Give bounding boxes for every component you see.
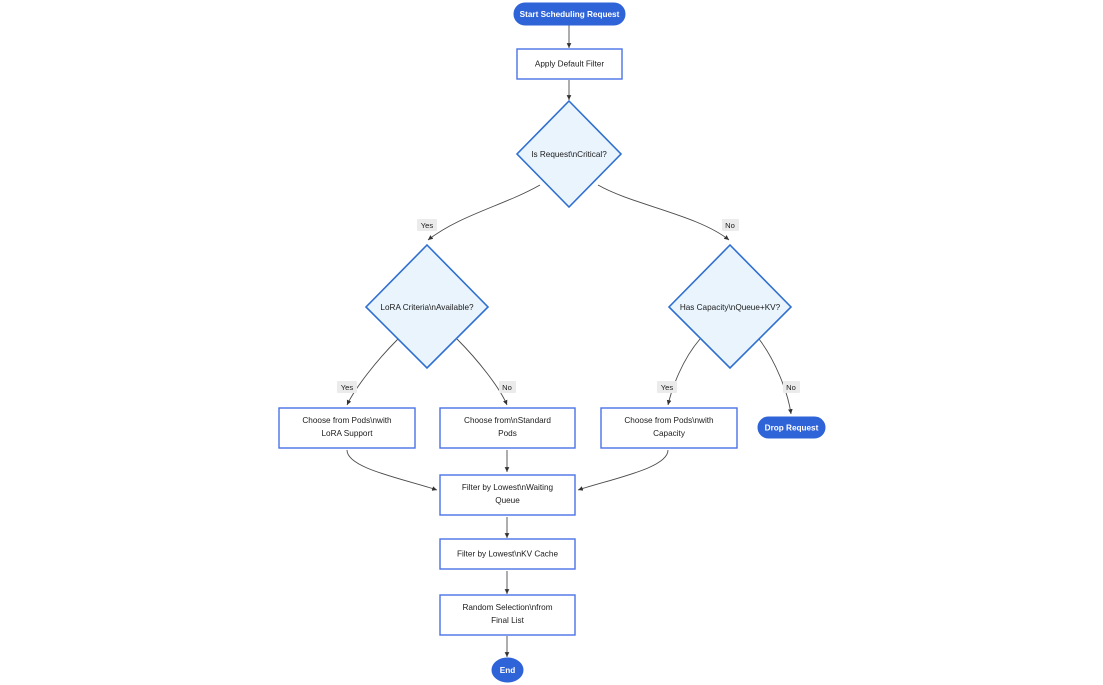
edge-label-capacity-no: No — [783, 381, 800, 393]
node-choose-pods-capacity-shape[interactable] — [600, 407, 738, 449]
node-choose-pods-standard-label-line1: Choose from\nStandard — [464, 416, 551, 425]
edge-layer — [346, 25, 793, 657]
node-lora-criteria-available-shape[interactable] — [364, 243, 490, 370]
node-apply-default-filter-label: Apply Default Filter — [535, 60, 604, 69]
node-apply-default-filter[interactable]: Apply Default Filter — [516, 48, 623, 80]
node-drop-request-label: Drop Request — [765, 423, 819, 432]
edge-lora-yes-to-pods-lora — [346, 338, 399, 406]
node-choose-pods-lora-label-line2: LoRA Support — [322, 429, 374, 438]
node-choose-pods-capacity-label-line2: Capacity — [653, 429, 686, 438]
node-filter-kv-cache-label: Filter by Lowest\nKV Cache — [457, 550, 558, 559]
node-choose-pods-standard-label-line2: Pods — [498, 429, 517, 438]
node-end-label: End — [500, 666, 515, 675]
node-lora-criteria-available[interactable]: LoRA Criteria\nAvailable? — [364, 243, 490, 370]
node-filter-waiting-queue[interactable]: Filter by Lowest\nWaiting Queue — [439, 474, 576, 516]
edge-label-critical-yes-text: Yes — [421, 221, 434, 230]
node-filter-waiting-queue-shape[interactable] — [439, 474, 576, 516]
node-random-selection-shape[interactable] — [439, 594, 576, 636]
node-choose-pods-capacity[interactable]: Choose from Pods\nwith Capacity — [600, 407, 738, 449]
edge-label-capacity-yes: Yes — [657, 381, 677, 393]
node-layer: Start Scheduling Request Apply Default F… — [278, 2, 826, 683]
node-has-capacity[interactable]: Has Capacity\nQueue+KV? — [667, 243, 793, 370]
edge-label-lora-yes-text: Yes — [341, 383, 354, 392]
node-choose-pods-capacity-label-line1: Choose from Pods\nwith — [624, 416, 714, 425]
edge-pods-lora-to-filter-queue — [346, 449, 438, 491]
node-drop-request-shape[interactable] — [757, 416, 826, 439]
node-choose-pods-lora-shape[interactable] — [278, 407, 416, 449]
edge-pods-capacity-to-filter-queue — [577, 449, 669, 491]
edge-label-lora-yes: Yes — [337, 381, 357, 393]
node-end[interactable]: End — [491, 657, 524, 683]
node-start-shape[interactable] — [513, 2, 626, 26]
edge-label-lora-no-text: No — [502, 383, 512, 392]
edge-lora-no-to-pods-standard — [456, 338, 508, 406]
node-random-selection-label-line2: Final List — [491, 616, 524, 625]
node-choose-pods-lora[interactable]: Choose from Pods\nwith LoRA Support — [278, 407, 416, 449]
edge-label-capacity-yes-text: Yes — [661, 383, 674, 392]
node-random-selection-label-line1: Random Selection\nfrom — [462, 603, 552, 612]
edge-label-critical-no: No — [722, 219, 739, 231]
edge-label-layer: Yes No Yes No Yes No — [337, 219, 800, 393]
node-random-selection[interactable]: Random Selection\nfrom Final List — [439, 594, 576, 636]
node-start-label: Start Scheduling Request — [520, 10, 620, 19]
edge-label-critical-no-text: No — [725, 221, 735, 230]
node-filter-waiting-queue-label-line2: Queue — [495, 496, 520, 505]
node-has-capacity-shape[interactable] — [667, 243, 793, 370]
node-end-shape[interactable] — [491, 657, 524, 683]
edge-label-critical-yes: Yes — [417, 219, 437, 231]
edge-label-capacity-no-text: No — [786, 383, 796, 392]
node-filter-kv-cache-shape[interactable] — [439, 538, 576, 570]
node-filter-kv-cache[interactable]: Filter by Lowest\nKV Cache — [439, 538, 576, 570]
node-start[interactable]: Start Scheduling Request — [513, 2, 626, 26]
node-lora-criteria-available-label: LoRA Criteria\nAvailable? — [380, 303, 474, 312]
edge-is-critical-no-to-capacity — [597, 184, 730, 241]
edge-capacity-yes-to-pods-capacity — [666, 338, 701, 406]
edge-capacity-no-to-drop-request — [758, 338, 793, 415]
node-apply-default-filter-shape[interactable] — [516, 48, 623, 80]
node-drop-request[interactable]: Drop Request — [757, 416, 826, 439]
node-choose-pods-standard-shape[interactable] — [439, 407, 576, 449]
edge-label-lora-no: No — [499, 381, 516, 393]
node-choose-pods-standard[interactable]: Choose from\nStandard Pods — [439, 407, 576, 449]
node-filter-waiting-queue-label-line1: Filter by Lowest\nWaiting — [462, 483, 554, 492]
edge-is-critical-yes-to-lora — [427, 184, 541, 241]
node-choose-pods-lora-label-line1: Choose from Pods\nwith — [302, 416, 392, 425]
node-is-request-critical-label: Is Request\nCritical? — [531, 150, 607, 159]
node-has-capacity-label: Has Capacity\nQueue+KV? — [680, 303, 781, 312]
node-is-request-critical-shape[interactable] — [515, 99, 623, 209]
node-is-request-critical[interactable]: Is Request\nCritical? — [515, 99, 623, 209]
